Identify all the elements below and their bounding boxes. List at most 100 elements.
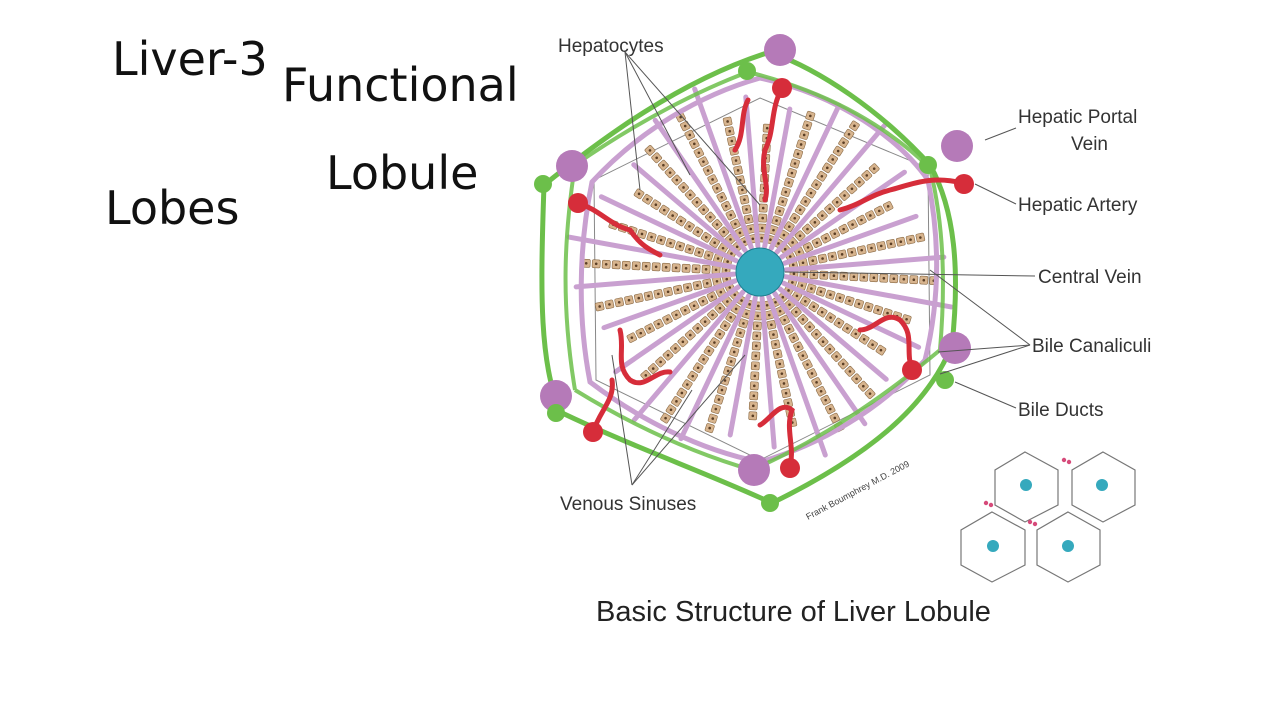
hepatocyte-nucleus	[728, 129, 732, 133]
hepatocyte-nucleus	[751, 237, 755, 241]
hepatocyte-nucleus	[711, 417, 715, 420]
hepatocyte-nucleus	[723, 379, 727, 382]
hepatocyte-nucleus	[855, 377, 858, 381]
hepatocyte-nucleus	[902, 277, 906, 281]
hepatocyte-nucleus	[719, 290, 723, 294]
sinusoid	[598, 194, 740, 264]
central-vein	[735, 247, 785, 297]
label-hepatic-artery: Hepatic Artery	[1018, 195, 1138, 216]
hepatocyte-nucleus	[704, 268, 708, 271]
hepatocyte-nucleus	[804, 200, 807, 203]
sinusoid	[613, 284, 742, 375]
hepatocyte-nucleus	[735, 245, 739, 249]
sinusoid	[631, 162, 743, 258]
hepatocyte-nucleus	[716, 257, 720, 260]
hepatocyte-nucleus	[745, 208, 748, 211]
hepatocyte-nucleus	[675, 400, 678, 403]
hepatocyte-nucleus	[797, 345, 800, 349]
hepatocyte-nucleus	[876, 308, 880, 312]
diagram-caption: Basic Structure of Liver Lobule	[596, 596, 991, 628]
hepatocyte-nucleus	[659, 360, 662, 364]
hepatocyte-nucleus	[756, 314, 760, 318]
hepatocyte-nucleus	[802, 272, 806, 276]
hepatocyte-nucleus	[654, 265, 658, 269]
hepatocyte-nucleus	[648, 149, 652, 152]
hepatocyte-nucleus	[732, 350, 736, 354]
hepatocyte-nucleus	[664, 416, 667, 420]
hepatocyte-nucleus	[778, 209, 781, 213]
hepatocyte-nucleus	[892, 277, 896, 280]
hepatocyte-nucleus	[669, 408, 673, 412]
hepatocyte-nucleus	[899, 240, 903, 244]
hepatocyte-nucleus	[790, 171, 794, 175]
sinusoid	[780, 280, 922, 350]
hepatocyte-nucleus	[715, 187, 719, 190]
sinusoid	[573, 271, 737, 290]
hepatocyte-nucleus	[688, 333, 692, 337]
hepatocyte-nucleus	[806, 246, 810, 249]
hepatocyte-nucleus	[765, 303, 769, 307]
hepatocyte-nucleus	[792, 272, 796, 275]
hepatocyte-nucleus	[850, 250, 854, 254]
hepatocyte-nucleus	[729, 316, 732, 319]
sinusoid	[772, 290, 868, 427]
hepatocyte-nucleus	[709, 215, 712, 219]
hepatocyte-nucleus	[729, 238, 732, 241]
label-central-vein: Central Vein	[1038, 267, 1142, 288]
sinusoid	[768, 102, 842, 252]
hepatocyte-nucleus	[680, 391, 684, 395]
hepatocyte-nucleus	[786, 401, 790, 405]
hepatocyte-nucleus	[745, 312, 748, 316]
lobule-tiling-triads	[983, 457, 1072, 527]
hepatocyte-nucleus	[798, 208, 802, 212]
hepatocyte-nucleus	[741, 188, 744, 192]
hepatocyte-nucleus	[761, 206, 765, 210]
label-bile-canaliculi: Bile Canaliculi	[1032, 336, 1151, 357]
hepatocyte-nucleus	[705, 282, 709, 285]
hepatocyte-nucleus	[637, 192, 641, 196]
hepatocyte-nucleus	[702, 358, 705, 361]
hepatocyte-nucleus	[760, 226, 764, 230]
hepatocyte-nucleus	[666, 318, 669, 321]
hepatocyte-nucleus	[778, 362, 782, 366]
sinusoid	[692, 86, 754, 251]
hepatocyte-nucleus	[683, 124, 687, 128]
side-label-lobes: Lobes	[105, 181, 240, 235]
hepatocyte-nucleus	[851, 223, 854, 226]
hepatocyte-nucleus	[805, 124, 809, 127]
hepatocyte-nucleus	[922, 278, 926, 282]
hepatocyte-nucleus	[676, 288, 680, 291]
hepatocyte-nucleus	[730, 139, 734, 143]
hepatocyte-nucleus	[791, 241, 794, 244]
bile-duct-inner	[563, 70, 945, 472]
hepatocyte-nucleus	[815, 241, 819, 245]
hepatocyte-nucleus	[800, 284, 804, 287]
sinusoid	[783, 274, 954, 310]
venous-sinuses	[566, 75, 954, 465]
hepatocyte-nucleus	[608, 303, 611, 306]
hepatocyte-nucleus	[756, 324, 759, 328]
hepatocyte-nucleus	[713, 241, 716, 244]
hepatocyte-nucleus	[662, 208, 666, 212]
hepatocyte-nucleus	[842, 274, 846, 278]
hepatocyte-nucleus	[754, 364, 757, 368]
hepatocyte-nucleus	[736, 169, 740, 172]
hepatocyte-nucleus	[862, 384, 865, 388]
hepatocyte-nucleus	[671, 214, 674, 217]
hepatocyte-nucleus	[637, 296, 641, 300]
hepatocyte-nucleus	[755, 334, 759, 338]
hepatocyte-nucleus	[833, 232, 837, 235]
hepatocyte-nucleus	[743, 198, 746, 201]
hepatocyte-nucleus	[782, 233, 786, 237]
hepatocyte-nucleus	[835, 200, 839, 204]
hepatocyte-nucleus	[798, 234, 802, 238]
hepatocyte-nucleus	[820, 214, 824, 217]
hepatocyte-nucleus	[870, 246, 873, 250]
hepatocyte-nucleus	[651, 367, 655, 370]
sinusoid	[601, 278, 739, 331]
hepatocyte-nucleus	[829, 316, 832, 319]
hepatocyte-nucleus	[783, 318, 786, 322]
hepatocyte-nucleus	[787, 289, 790, 292]
hepatocyte-nucleus	[813, 221, 817, 224]
hepatocyte-nucleus	[802, 133, 806, 137]
